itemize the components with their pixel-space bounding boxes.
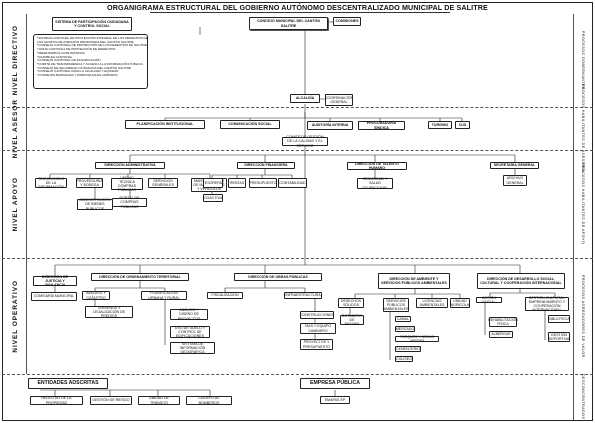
right-label-apoyo: PROCESOS HABILITANTES DE APOYO [573, 150, 592, 258]
direccion-justicia-box: DIRECCIÓN DE JUSTICIA Y VIGILANCIA [33, 275, 77, 287]
gestion-deportiva-box: GESTIÓN DEPORTIVA [548, 332, 570, 342]
registro-propiedad-box: REGISTRO DE LA PROPIEDAD [30, 396, 83, 405]
direccion-desarrollo-box: DIRECCIÓN DE DESARROLLO SOCIAL, CULTURAL… [477, 273, 565, 289]
gestion-cultural-box: GESTIÓN CULTURAL, EMPRENDIMIENTO Y COOPE… [525, 296, 569, 312]
sistema-participacion-list: *SISTEMA CANTONAL DE PROTECCIÓN INTEGRAL… [33, 34, 148, 89]
band-divider-asesor [2, 150, 593, 151]
presupuesto-box: PRESUPUESTO [249, 178, 277, 188]
mercado-box: MERCADO [395, 326, 415, 332]
fiscalizacion-box: FISCALIZACIÓN [207, 292, 243, 299]
proyectos-presupuesto-box: PROYECTOS Y PRESUPUESTO [300, 339, 333, 350]
list-item: *CONSEJOS BARRIALES Y PARROQUIALES URBAN… [37, 73, 118, 78]
band-divider-apoyo [2, 258, 593, 259]
servicios-generales-box: SERVICIOS GENERALES [148, 178, 178, 188]
portal-compras-box: PORTAL DE COMPRAS PÚBLICAS [112, 196, 147, 209]
cuerpo-bomberos-box: CUERPO DE BOMBEROS [186, 396, 232, 405]
left-column-divider [26, 14, 27, 374]
empresa-publica-header: EMPRESA PÚBLICA [300, 378, 370, 389]
turismo-box: TURISMO [428, 121, 452, 129]
list-item: LOS GRUPOS DE ATENCIÓN PRIORITARIA DEL C… [37, 39, 134, 44]
comisiones-box: COMISIONES [333, 17, 361, 26]
licencias-ambientales-box: LICENCIAS AMBIENTALES [416, 298, 448, 308]
desechos-solidos-box: DESECHOS SÓLIDOS [338, 298, 364, 308]
tesoreria-box: TESORERÍA [203, 178, 223, 188]
band-divider-operativo [2, 374, 593, 375]
comite-calidad-box: COMITÉ DE GESTIÓN DE LA CALIDAD Y EL SER… [282, 135, 328, 148]
rentas-box: RENTAS [228, 178, 246, 188]
list-item: *CONSEJO CANTONAL PARA LA IGUALDAD Y EQU… [37, 69, 119, 74]
servicios-publicos-box: SERVICIOS PÚBLICOS AMBIENTALES [383, 298, 409, 312]
contabilidad-box: CONTABILIDAD [278, 178, 307, 188]
list-item: *CONSEJO CANTONAL DE PLANIFICACIÓN [37, 58, 101, 63]
comisaria-municipal-box: COMISARÍA MUNICIPAL [31, 292, 77, 301]
concejo-municipal-box: CONCEJO MUNICIPAL DEL CANTÓN SALITRE [249, 17, 328, 30]
band-divider-directivo [2, 107, 593, 108]
archivo-general-box: ARCHIVO GENERAL [503, 175, 527, 186]
biblioteca-box: BIBLIOTECA [548, 315, 570, 323]
direccion-obras-box: DIRECCIÓN DE OBRAS PÚBLICAS [234, 273, 322, 281]
direccion-ordenamiento-box: DIRECCIÓN DE ORDENAMIENTO TERRITORIAL [91, 273, 189, 281]
accion-social-box: ACCIÓN SOCIAL [476, 296, 502, 304]
cus-box: CUS [455, 121, 470, 129]
unidad-transito-box: UNIDAD DE TRÁNSITO [138, 396, 180, 405]
planificacion-institucional-box: PLANIFICACIÓN INSTITUCIONAL [125, 120, 205, 129]
right-label-entidades: DESCONCENTRADOS [573, 374, 592, 420]
list-item: *ASAMBLEA CANTONAL [37, 54, 73, 59]
direccion-financiera-box: DIRECCIÓN FINANCIERA [237, 162, 295, 169]
gestion-riesgo-box: GESTIÓN DE RIESGO [90, 396, 132, 405]
direccion-talento-box: DIRECCIÓN DE TALENTO HUMANO [347, 162, 407, 170]
camal-box: CAMAL [395, 316, 411, 322]
right-label-directivo: PROCESOS GOBERNANTES [573, 14, 592, 107]
secretaria-general-box: SECRETARÍA GENERAL [490, 162, 539, 169]
direccion-administrativa-box: DIRECCIÓN ADMINISTRATIVA [95, 162, 165, 169]
right-label-operativo: PROCESOS AGREGADORES DE VALOR [573, 258, 592, 374]
list-item: *DEFENSORÍAS COMUNITARIAS [37, 50, 85, 55]
parques-areas-verdes-box: PARQUES Y ÁREAS VERDES [395, 335, 439, 343]
construcciones-box: CONSTRUCCIONES [300, 311, 334, 319]
auditoria-interna-box: AUDITORÍA INTERNA [307, 121, 353, 130]
emapas-box: EMAPAS EP [320, 396, 350, 404]
coliseo-box: COLISEO [395, 356, 413, 362]
terrenos-legalizacion-box: TERRENOS Y LEGALIZACIÓN DE PREDIOS [85, 306, 133, 318]
sistema-informacion-box: SISTEMA DE INFORMACIÓN GEOGRÁFICA [170, 342, 215, 354]
list-item: *CONSEJO CANTONAL DE PROTECCIÓN DE LOS D… [37, 43, 147, 48]
comunicacion-social-box: COMUNICACIÓN SOCIAL [220, 120, 280, 129]
alcaldia-box: ALCALDÍA [290, 94, 320, 103]
entidades-adscritas-header: ENTIDADES ADSCRITAS [28, 378, 108, 389]
proveeduria-box: PROVEEDURÍA Y BODEGA [76, 178, 103, 188]
tecnologias-box: TECNOLOGÍAS DE LA INFORMACIÓN [35, 177, 67, 189]
cementerio-box: CEMENTERIO [395, 346, 421, 352]
infraestructura-box: INFRAESTRUCTURA [284, 292, 322, 299]
procuraduria-sindica-box: PROCURADURÍA SÍNDICA [358, 121, 405, 130]
direccion-ambiente-box: DIRECCIÓN DE AMBIENTE Y SERVICIOS PÚBLIC… [378, 273, 450, 289]
avaluos-catastro-box: AVALÚOS Y CATASTRO [82, 291, 110, 300]
albergue-box: ALBERGUE [489, 331, 513, 338]
list-item: *JUNTA CANTONAL DE PROTECCIÓN DE DERECHO… [37, 47, 116, 52]
unidad-agricola-box: UNIDAD AGRÍCOLA [450, 298, 470, 308]
list-item: *COMITÉ DE TRANSPARENCIA Y ACCESO A LA I… [37, 61, 143, 66]
coactiva-box: COACTIVA [203, 194, 223, 202]
page-title: ORGANIGRAMA ESTRUCTURAL DEL GOBIERNO AUT… [107, 3, 488, 12]
title-underline [150, 12, 450, 13]
uso-suelo-box: USO DE SUELO Y CONTROL DE EDIFICACIONES [170, 326, 210, 338]
list-item: *CONSEJO DE SEGURIDAD CIUDADANA DEL CANT… [37, 65, 131, 70]
unidad-tecnica-box: UNIDAD TÉCNICA COMPRAS PÚBLICAS [111, 176, 143, 192]
seguridad-salud-box: SEGURIDAD Y SALUD OCUPACIONAL [357, 177, 393, 190]
analisis-diseno-box: ANÁLISIS Y DISEÑO DE PROYECTOS [170, 308, 208, 321]
vias-equipo-box: VÍAS Y EQUIPO CAMINERO [300, 323, 336, 334]
right-label-asesor: PROCESOS HABILITANTES DE ASESORÍA [573, 84, 592, 173]
botadero-box: BOTADERO DE BASURA [340, 314, 364, 326]
rehabilitacion-fisica-box: REHABILITACIÓN FÍSICA [488, 317, 518, 327]
sistema-participacion-box: SISTEMA DE PARTICIPACIÓN CIUDADANA Y CON… [52, 17, 132, 31]
list-item: *SISTEMA CANTONAL DE PROTECCIÓN INTEGRAL… [37, 36, 148, 40]
planificacion-urbana-box: PLANIFICACIÓN URBANA Y RURAL [141, 291, 187, 300]
coordinacion-general-box: COORDINACIÓN GENERAL [324, 94, 354, 106]
administracion-bienes-box: ADMINISTRACIÓN DE BIENES PÚBLICOS [77, 198, 113, 211]
